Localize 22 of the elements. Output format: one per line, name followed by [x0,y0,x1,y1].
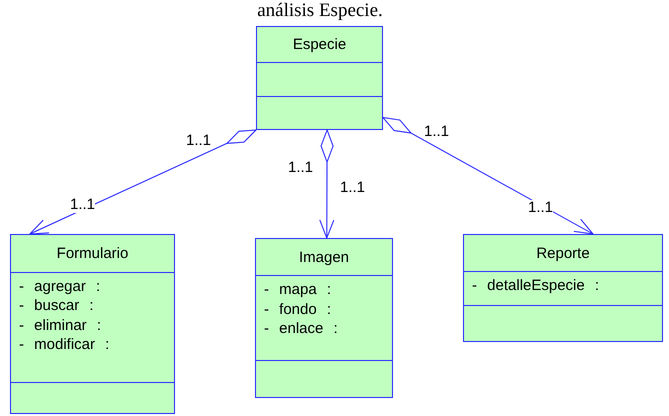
attribute: - agregar : [19,276,100,296]
class-name: Imagen [298,248,350,266]
attribute: - enlace : [264,319,338,339]
class-name: Formulario [56,244,128,262]
attribute: - buscar : [19,296,94,316]
diagram-title: análisis Especie. [256,0,384,22]
attribute: - detalleEspecie : [472,276,600,296]
aggregation-arrow [382,117,594,234]
class-name: Reporte [536,244,590,262]
class-box [256,26,383,130]
class-box [10,234,175,414]
attribute: - eliminar : [19,316,102,336]
aggregation-arrow [319,130,334,238]
class-box [255,238,393,398]
multiplicity-label: 1..1 [424,124,450,140]
class-box [463,234,663,342]
attribute: - modificar : [19,335,110,355]
attribute: - fondo : [264,300,332,320]
aggregation-arrow [29,130,256,234]
multiplicity-label: 1..1 [70,197,96,213]
class-name: Especie [292,36,346,54]
attribute: - mapa : [264,280,332,300]
